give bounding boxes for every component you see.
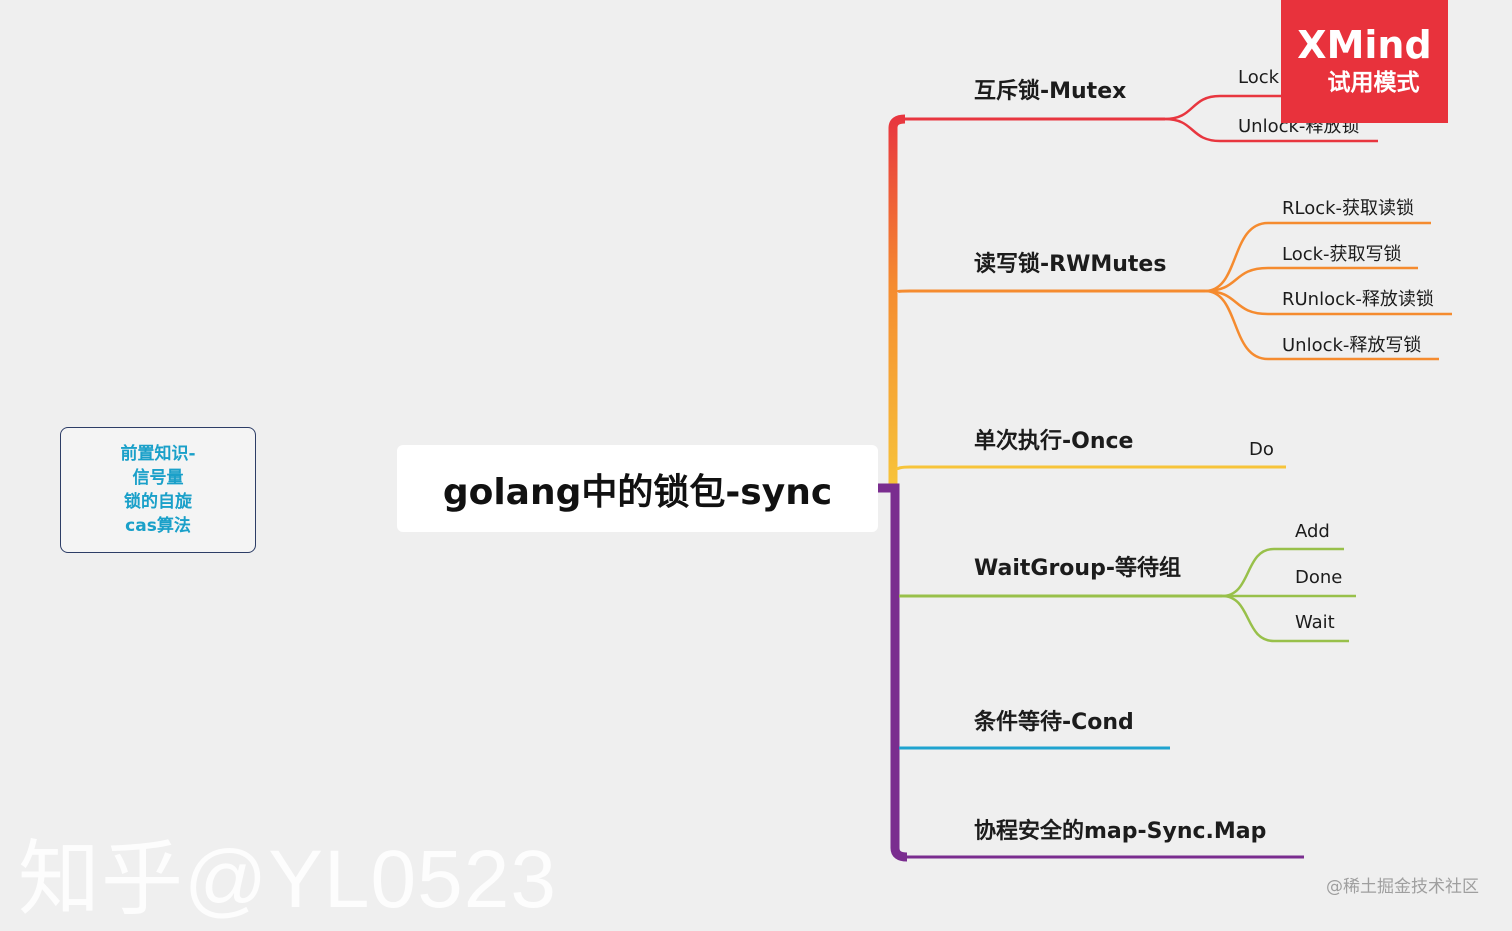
floating-topic-prerequisites[interactable]: 前置知识- 信号量 锁的自旋 cas算法 [60, 427, 256, 553]
central-topic-label: golang中的锁包-sync [442, 471, 833, 513]
leaf-conn-wg-1 [1221, 547, 1344, 598]
leaf-conn-rw-2 [1204, 266, 1418, 293]
floating-topic-line: 前置知识- [120, 444, 196, 464]
branch-topic-syncmap[interactable]: 协程安全的map-Sync.Map [974, 819, 1267, 844]
trial-mode-label: 试用模式 [1327, 69, 1420, 96]
juejin-watermark: @稀土掘金技术社区 [1326, 877, 1479, 897]
leaf-conn-mutex-1 [1164, 94, 1290, 121]
leaf-topic-rw-runlock[interactable]: RUnlock-释放读锁 [1282, 289, 1434, 310]
leaf-conn-rw-3 [1204, 289, 1452, 316]
branch-line-once [895, 465, 1286, 471]
leaf-topic-rw-unlock[interactable]: Unlock-释放写锁 [1282, 335, 1422, 356]
branch-topic-rwmutex[interactable]: 读写锁-RWMutes [974, 252, 1167, 277]
trunk-upper [878, 114, 906, 493]
trunk-lower [878, 483, 908, 862]
leaf-conn-wg-3 [1221, 594, 1349, 643]
leaf-topic-wg-wait[interactable]: Wait [1295, 612, 1335, 633]
branch-topic-cond[interactable]: 条件等待-Cond [974, 710, 1134, 735]
floating-topic-line: 信号量 [132, 468, 184, 488]
floating-topic-line: cas算法 [125, 516, 191, 536]
xmind-trial-badge: XMind 试用模式 [1281, 0, 1448, 123]
leaf-topic-rw-lock[interactable]: Lock-获取写锁 [1282, 244, 1402, 265]
leaf-topic-wg-done[interactable]: Done [1295, 567, 1343, 588]
leaf-topic-rw-rlock[interactable]: RLock-获取读锁 [1282, 198, 1415, 219]
leaf-topic-once-do[interactable]: Do [1249, 439, 1274, 460]
central-topic[interactable]: golang中的锁包-sync [397, 445, 878, 532]
branch-topic-once[interactable]: 单次执行-Once [974, 429, 1134, 454]
branch-topic-waitgroup[interactable]: WaitGroup-等待组 [974, 556, 1181, 581]
branch-line-rwmutex [895, 289, 1205, 294]
leaf-topic-wg-add[interactable]: Add [1295, 521, 1330, 542]
leaf-conn-mutex-2 [1164, 117, 1378, 143]
branch-topic-mutex[interactable]: 互斥锁-Mutex [974, 79, 1127, 104]
xmind-brand-label: XMind [1297, 22, 1432, 67]
zhihu-watermark: 知乎@YL0523 [18, 834, 557, 925]
leaf-topic-mutex-lock[interactable]: Lock [1238, 67, 1280, 88]
leaf-conn-rw-4 [1204, 289, 1439, 361]
floating-topic-line: 锁的自旋 [124, 492, 192, 512]
leaf-conn-rw-1 [1204, 221, 1431, 293]
